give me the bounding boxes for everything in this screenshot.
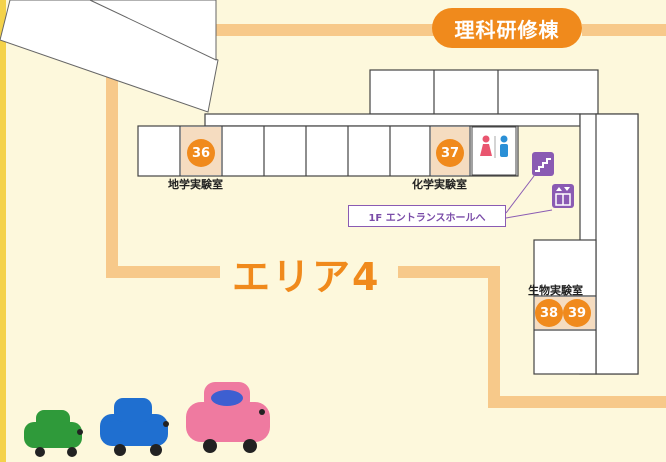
room-badge-36[interactable]: 36 xyxy=(187,139,215,167)
room-label-36: 地学実験室 xyxy=(168,178,223,191)
area-boundary xyxy=(106,24,666,408)
area-label: エリア4 xyxy=(222,254,391,300)
sign-leader-1 xyxy=(505,175,535,214)
room-label-37: 化学実験室 xyxy=(412,178,467,191)
walkway-diagonal xyxy=(0,0,219,113)
room-label-38: 生物実験室 xyxy=(528,284,583,297)
entrance-sign: 1F エントランスホールへ xyxy=(348,205,506,227)
car-icon-blue xyxy=(100,398,169,456)
elevator-icon xyxy=(552,184,574,208)
building-name-pill: 理科研修棟 xyxy=(432,8,582,48)
sign-leader-2 xyxy=(505,209,553,219)
map-edge xyxy=(0,0,6,462)
room-grid xyxy=(179,126,596,331)
room-badge-37[interactable]: 37 xyxy=(436,139,464,167)
car-icon-green xyxy=(24,410,83,457)
room-badge-38[interactable]: 38 xyxy=(535,299,563,327)
room-badge-39[interactable]: 39 xyxy=(563,299,591,327)
car-icon-pink xyxy=(186,382,270,453)
stairs-icon xyxy=(532,152,554,176)
restroom-area xyxy=(471,126,517,176)
restroom-icon xyxy=(476,134,514,160)
